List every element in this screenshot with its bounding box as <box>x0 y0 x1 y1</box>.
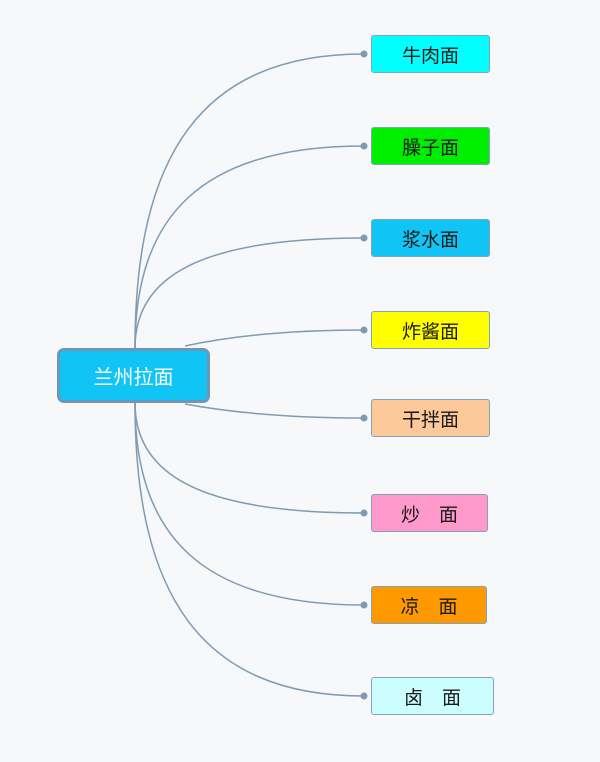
connector-line <box>184 403 365 419</box>
connector-dot <box>360 692 368 700</box>
connector-line <box>134 402 365 697</box>
connector-line <box>134 145 365 349</box>
child-node[interactable]: 浆水面 <box>371 219 490 257</box>
connector-line <box>134 53 365 349</box>
connector-line <box>134 237 365 349</box>
connector-dot <box>360 414 368 422</box>
child-node[interactable]: 牛肉面 <box>371 35 490 73</box>
child-node[interactable]: 凉 面 <box>371 586 487 624</box>
child-node[interactable]: 炒 面 <box>371 494 488 532</box>
connector-dot <box>360 50 368 58</box>
connector-dot <box>360 326 368 334</box>
connector-dot <box>360 142 368 150</box>
child-node-label: 凉 面 <box>400 595 458 618</box>
connector-line <box>134 402 365 514</box>
child-node-label: 炒 面 <box>400 503 458 526</box>
connector-dot <box>360 509 368 517</box>
child-node-label: 臊子面 <box>401 136 459 159</box>
child-node[interactable]: 臊子面 <box>371 127 490 165</box>
connector-dot <box>360 234 368 242</box>
root-node-label: 兰州拉面 <box>93 365 174 389</box>
connector-dot <box>360 601 368 609</box>
connector-line <box>134 402 365 606</box>
child-node[interactable]: 炸酱面 <box>371 311 490 349</box>
child-node-label: 炸酱面 <box>401 320 459 343</box>
child-node-label: 卤 面 <box>403 686 461 709</box>
root-node[interactable]: 兰州拉面 <box>57 348 210 403</box>
child-node[interactable]: 干拌面 <box>371 399 490 437</box>
connector-line <box>184 329 365 347</box>
child-node-label: 浆水面 <box>401 228 459 251</box>
child-node[interactable]: 卤 面 <box>371 677 494 715</box>
child-node-label: 干拌面 <box>401 408 459 431</box>
child-node-label: 牛肉面 <box>401 44 459 67</box>
